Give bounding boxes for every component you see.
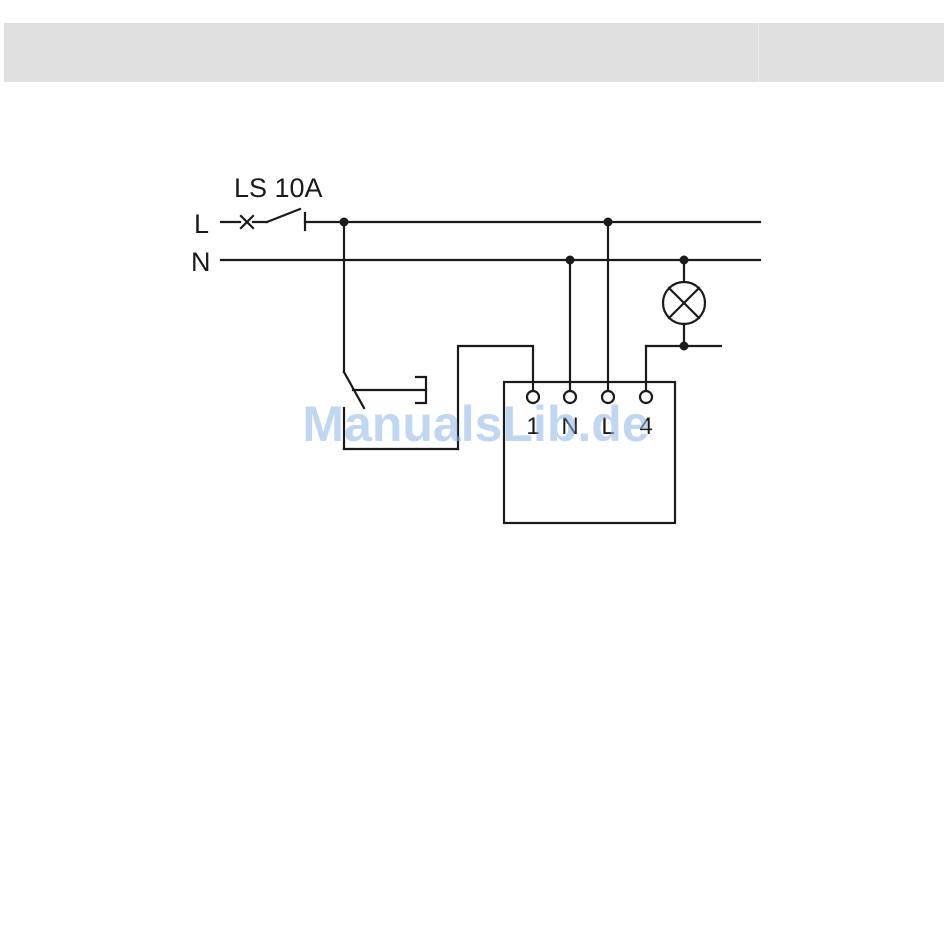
neutral-label: N [191, 247, 211, 277]
line-label: L [194, 209, 209, 239]
junction-dot-l-switch [340, 218, 349, 227]
breaker-contact [267, 209, 300, 222]
junction-dot-n-lamp [680, 256, 689, 265]
junction-dot-n-device [566, 256, 575, 265]
junction-dot-l-device [604, 218, 613, 227]
watermark: ManualsLib.de [302, 396, 649, 452]
junction-dot-lamp-output [680, 342, 689, 351]
breaker-label: LS 10A [234, 173, 323, 203]
